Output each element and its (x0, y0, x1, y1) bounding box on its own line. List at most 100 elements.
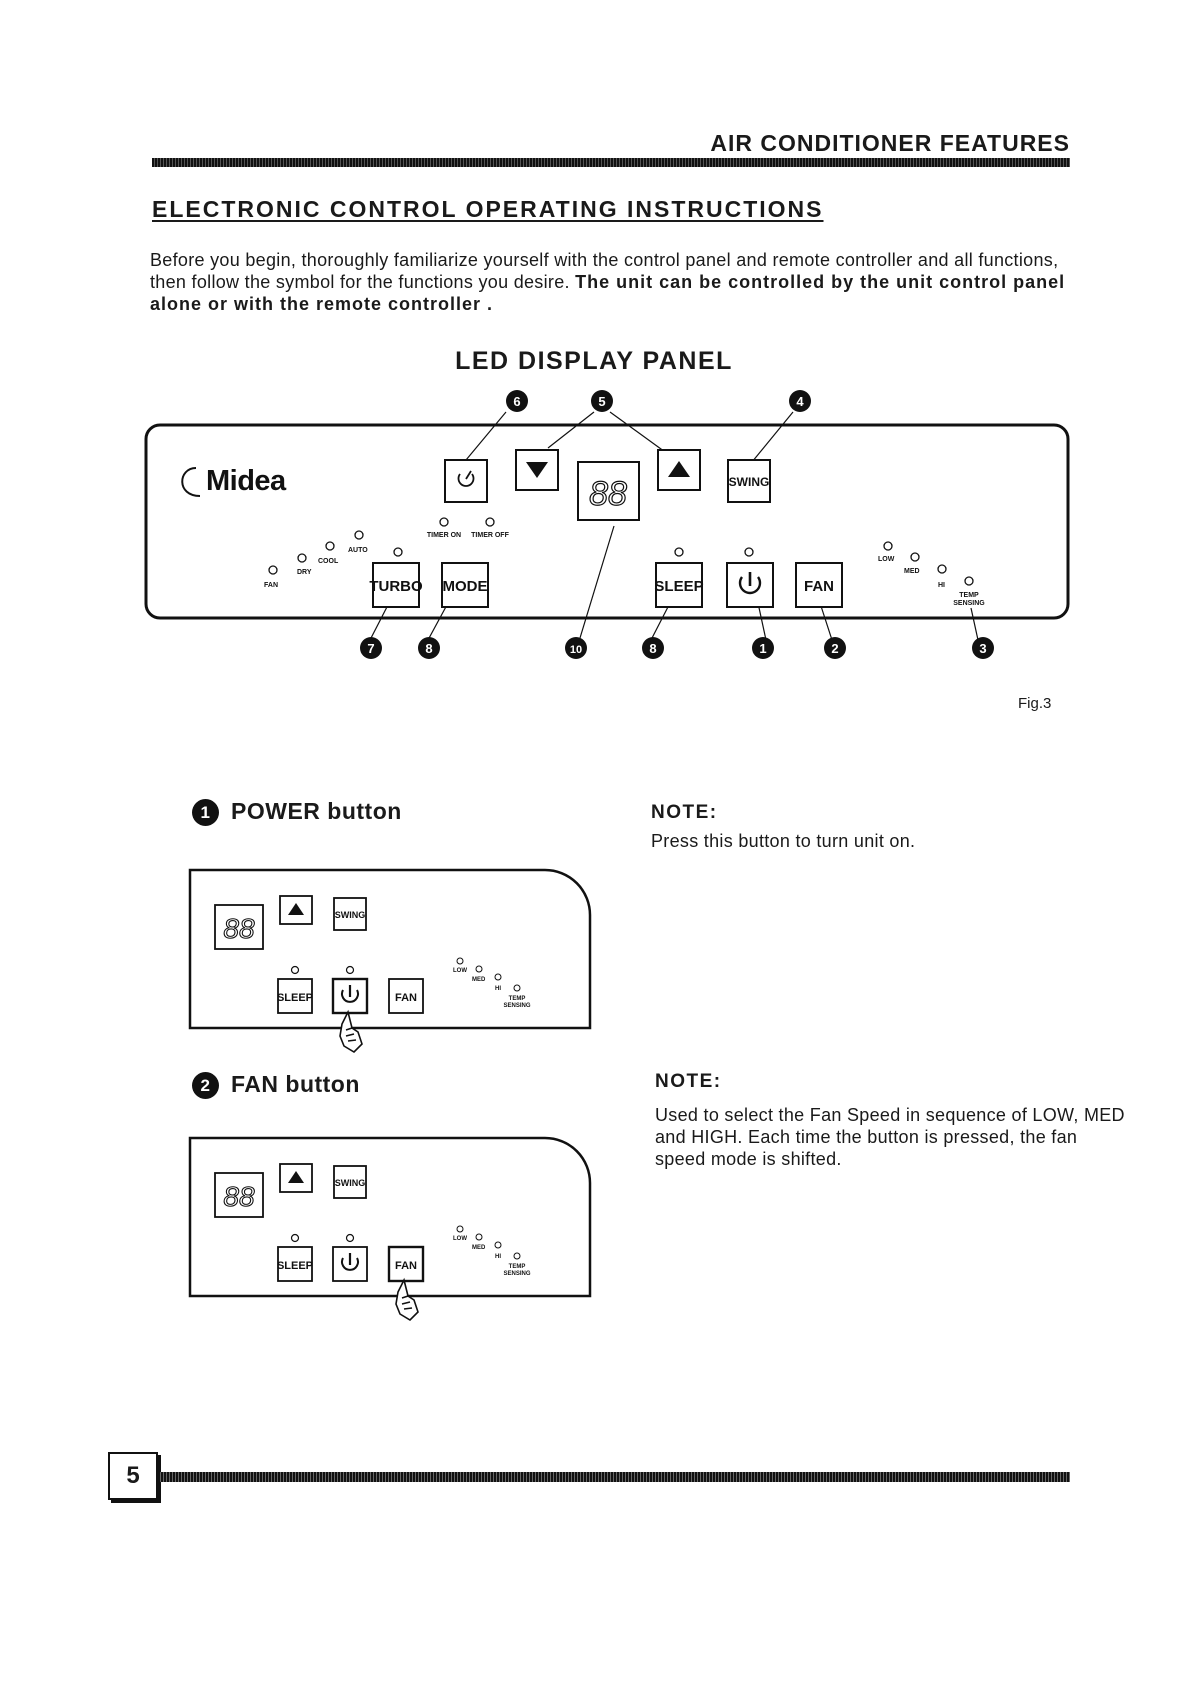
callout-8b: 8 (649, 641, 656, 656)
temp-label: TEMP (959, 592, 979, 599)
panel-outline (144, 423, 1070, 620)
auto-side-led (393, 547, 403, 557)
callout-5: 5 (598, 394, 605, 409)
mini-sleep-label: SLEEP (277, 1260, 313, 1272)
timer-icon (457, 470, 475, 487)
section-header: AIR CONDITIONER FEATURES (710, 130, 1070, 156)
fan-feature-title-text: FAN button (231, 1071, 360, 1097)
led-panel-diagram: Midea 8 8 SWING TIMER ON TIMER OFF AUTO C… (144, 390, 1070, 659)
header-rule (152, 158, 1070, 167)
power-button-diagram: 88 SWING SLEEP FAN LOW MED HI TEMP SENSI… (188, 868, 592, 1054)
mini-hi-label: HI (495, 1254, 501, 1260)
timer-on-led (439, 517, 449, 527)
cool-label: COOL (318, 558, 339, 565)
sleep-button[interactable] (655, 562, 703, 608)
mini-med-label: MED (472, 977, 486, 983)
feature-number-badge: 1 (192, 799, 219, 827)
down-arrow-icon (526, 462, 548, 478)
mini-up-arrow-icon (288, 1171, 304, 1183)
auto-led (354, 530, 364, 540)
callout-1: 1 (759, 641, 766, 656)
fan-feature-title: 2 FAN button (192, 1071, 360, 1100)
callout-3: 3 (979, 641, 986, 656)
fan-note-heading: NOTE: (655, 1071, 722, 1092)
fan-note-text: Used to select the Fan Speed in sequence… (655, 1105, 1125, 1169)
brand-logo: Midea (206, 465, 287, 497)
timer-on-label: TIMER ON (427, 532, 461, 539)
callout-7: 7 (367, 641, 374, 656)
fan-button-diagram: 88 SWING SLEEP FAN LOW MED HI TEMP SENSI… (188, 1136, 592, 1322)
up-arrow-icon (668, 461, 690, 477)
intro-bold: The unit can be controlled by the unit c… (150, 272, 1066, 314)
mini-display-digits: 88 (223, 1181, 255, 1212)
mini-swing-label: SWING (335, 910, 366, 920)
swing-label: SWING (729, 475, 770, 489)
mini-swing-label: SWING (335, 1178, 366, 1188)
mini-sleep-button[interactable] (277, 978, 313, 1014)
hi-led (937, 564, 947, 574)
mini-display (214, 1172, 264, 1218)
mode-button[interactable] (441, 562, 489, 608)
mini-fan-button[interactable] (388, 978, 424, 1014)
timer-off-label: TIMER OFF (471, 532, 509, 539)
mini-low-label: LOW (453, 1236, 467, 1242)
mini-temp-label: TEMP (509, 996, 526, 1002)
intro-paragraph: Before you begin, thoroughly familiarize… (150, 249, 1090, 315)
power-led (744, 547, 754, 557)
dry-label: DRY (297, 569, 312, 576)
mini-sensing-label: SENSING (503, 1003, 530, 1009)
turbo-button[interactable] (372, 562, 420, 608)
mini-temp-label: TEMP (509, 1264, 526, 1270)
pointing-hand-icon (395, 1277, 419, 1322)
fan-mode-led (268, 565, 278, 575)
pointing-hand-icon (339, 1009, 363, 1054)
med-led (910, 552, 920, 562)
temp-sensing-led (964, 576, 974, 586)
mini-power-button[interactable] (332, 1246, 368, 1282)
fan-button[interactable] (795, 562, 843, 608)
power-feature-title: 1 POWER button (192, 798, 402, 827)
mini-med-label: MED (472, 1245, 486, 1251)
timer-button[interactable] (444, 459, 488, 503)
mini-display-digits: 88 (223, 913, 255, 944)
mini-swing-button[interactable] (333, 897, 367, 931)
timer-off-led (485, 517, 495, 527)
callout-8a: 8 (425, 641, 432, 656)
sleep-led (674, 547, 684, 557)
mini-up-arrow-icon (288, 903, 304, 915)
feature-number-badge: 2 (192, 1072, 219, 1100)
callout-6: 6 (513, 394, 520, 409)
fan-label: FAN (804, 578, 834, 595)
sleep-label: SLEEP (654, 578, 703, 595)
mini-display (214, 904, 264, 950)
mini-sensing-label: SENSING (503, 1271, 530, 1277)
cool-led (325, 541, 335, 551)
mini-fan-label: FAN (395, 992, 417, 1004)
mini-sleep-button[interactable] (277, 1246, 313, 1282)
mini-swing-button[interactable] (333, 1165, 367, 1199)
turbo-label: TURBO (369, 578, 423, 595)
low-label: LOW (878, 556, 895, 563)
mode-label: MODE (443, 578, 488, 595)
mini-fan-label: FAN (395, 1260, 417, 1272)
hi-label: HI (938, 582, 945, 589)
power-feature-title-text: POWER button (231, 798, 402, 824)
led-display (577, 461, 640, 521)
page-title: ELECTRONIC CONTROL OPERATING INSTRUCTION… (152, 196, 824, 222)
dry-led (297, 553, 307, 563)
mini-power-icon (341, 1253, 359, 1271)
swing-button[interactable] (727, 459, 771, 503)
power-note-heading: NOTE: (651, 802, 718, 823)
footer-rule (158, 1472, 1070, 1482)
callout-badges: 6 5 4 7 8 10 8 1 2 3 (360, 390, 994, 659)
callout-10: 10 (570, 644, 582, 656)
mini-power-icon (341, 985, 359, 1003)
mini-low-label: LOW (453, 968, 467, 974)
fan-mode-label: FAN (264, 582, 278, 589)
auto-label: AUTO (348, 547, 368, 554)
mini-hi-label: HI (495, 986, 501, 992)
leader-lines (369, 411, 979, 641)
mini-fan-button[interactable] (387, 1245, 425, 1283)
low-led (883, 541, 893, 551)
page-number: 5 (108, 1452, 158, 1500)
